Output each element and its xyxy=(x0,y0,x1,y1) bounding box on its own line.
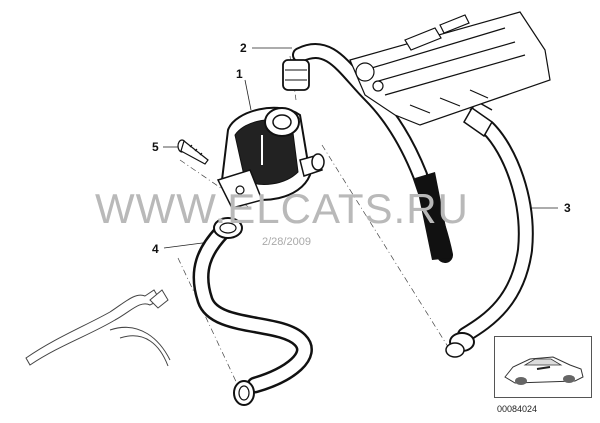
pressure-control-valve xyxy=(216,106,325,209)
hose-3-top-connector xyxy=(463,106,493,138)
leader-line-4 xyxy=(163,241,211,249)
leader-line-1 xyxy=(244,79,252,111)
valve-cover xyxy=(349,11,551,126)
hose-4 xyxy=(192,217,313,406)
reference-pipe xyxy=(25,289,171,367)
watermark-text: WWW.ELCATS.RU xyxy=(95,185,469,232)
diagram-date: 2/28/2009 xyxy=(262,236,311,248)
vehicle-thumbnail xyxy=(494,336,592,398)
document-number: 00084024 xyxy=(497,404,538,414)
car-silhouette-icon xyxy=(504,356,584,385)
callout-4: 4 xyxy=(152,242,159,256)
hose-2-sleeve xyxy=(415,172,452,260)
screw xyxy=(177,139,209,165)
callout-1: 1 xyxy=(236,67,243,81)
alignment-line-a xyxy=(321,144,451,351)
alignment-line-d xyxy=(177,257,241,391)
hose-2-connector xyxy=(282,59,310,91)
callout-2: 2 xyxy=(240,41,247,55)
callout-3: 3 xyxy=(564,201,571,215)
callout-5: 5 xyxy=(152,140,159,154)
